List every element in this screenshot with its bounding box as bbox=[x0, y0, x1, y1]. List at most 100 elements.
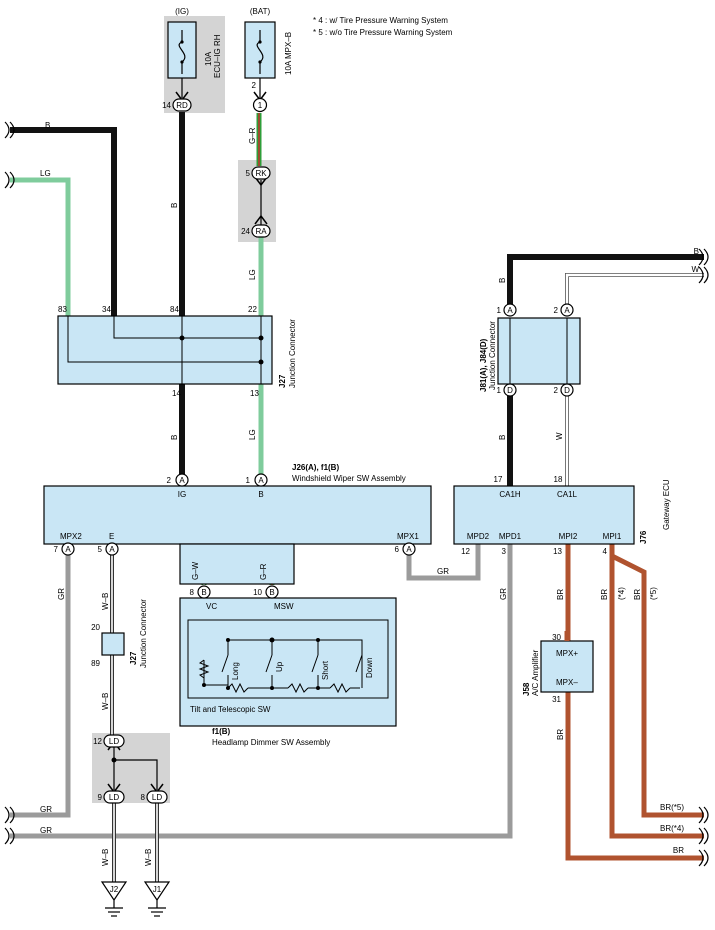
connector-arrow-icon bbox=[254, 176, 268, 187]
wire-label-g-w: G–W bbox=[191, 561, 200, 580]
j27-pin-14: 14 bbox=[172, 389, 181, 398]
wiper-term-ig: IG bbox=[178, 490, 186, 499]
wire-label-w-j81: W bbox=[555, 432, 564, 440]
ld-right-pin: 8 bbox=[141, 793, 146, 802]
ac-pin-minus: 31 bbox=[552, 695, 561, 704]
dimmer-term-vc: VC bbox=[206, 602, 217, 611]
badge-e: A bbox=[105, 542, 119, 556]
bat-pin-top-label: 2 bbox=[252, 81, 257, 90]
wire-label-br5: BR(*5) bbox=[660, 803, 684, 812]
switch-down: Down bbox=[365, 658, 374, 678]
badge-j81-bottom-2: D bbox=[560, 383, 574, 397]
ecu-pin-ca1l: 18 bbox=[554, 475, 563, 484]
ecu-term-mpd2: MPD2 bbox=[467, 532, 490, 541]
svg-text:B: B bbox=[269, 588, 274, 597]
ig-fuse-name-2: ECU–IG RH bbox=[213, 34, 222, 78]
wire-br4 bbox=[609, 544, 704, 839]
svg-text:A: A bbox=[258, 476, 264, 485]
connector-arrow-icon bbox=[254, 214, 268, 225]
wiper-pin-mpx2: 7 bbox=[54, 545, 59, 554]
wire-label-br4-short: (*4) bbox=[617, 587, 626, 600]
wiper-pin-ig: 2 bbox=[167, 476, 172, 485]
badge-j81-bottom-1: D bbox=[503, 383, 517, 397]
ecu-pin-mpi1: 4 bbox=[603, 547, 608, 556]
bat-source-label: (BAT) bbox=[250, 7, 271, 16]
wire-label-lg-mid: LG bbox=[248, 429, 257, 440]
wire-br5 bbox=[610, 553, 704, 818]
junction-j27b-box bbox=[101, 632, 125, 656]
j27-name: Junction Connector bbox=[288, 319, 297, 388]
badge-ld-right: LD bbox=[146, 790, 168, 804]
j27b-pin-top: 20 bbox=[91, 623, 100, 632]
wire-label-b-mid: B bbox=[170, 435, 179, 440]
j27-ref: J27 bbox=[278, 374, 287, 388]
wire-b-right bbox=[507, 254, 704, 310]
j27-pin-13: 13 bbox=[250, 389, 259, 398]
badge-j81-top-1: A bbox=[503, 303, 517, 317]
wire-label-br-mpi1: BR bbox=[600, 589, 609, 600]
ecu-term-mpd1: MPD1 bbox=[499, 532, 522, 541]
svg-text:RA: RA bbox=[255, 227, 267, 236]
ecu-term-ca1h: CA1H bbox=[499, 490, 521, 499]
dimmer-name: Headlamp Dimmer SW Assembly bbox=[212, 738, 330, 747]
svg-text:A: A bbox=[109, 545, 115, 554]
bat-fuse bbox=[244, 21, 276, 98]
ecu-term-mpi1: MPI1 bbox=[603, 532, 622, 541]
wire-label-br-short: BR bbox=[633, 589, 642, 600]
gateway-ecu-box bbox=[453, 485, 635, 545]
j27b-pin-bottom: 89 bbox=[91, 659, 100, 668]
badge-ld-top: LD bbox=[103, 734, 125, 748]
badge-rd: RD bbox=[172, 98, 192, 112]
wire-label-gr-mpd1: GR bbox=[499, 588, 508, 600]
ig-fuse bbox=[167, 21, 197, 98]
j81-ref: J81(A), J84(D) bbox=[479, 338, 488, 392]
wire-gr-mpx2 bbox=[10, 555, 71, 818]
badge-rk: RK bbox=[251, 166, 271, 180]
ig-pin-label: 14 bbox=[162, 101, 171, 110]
dimmer-pin-vc: 8 bbox=[190, 588, 195, 597]
break-mark bbox=[4, 171, 15, 189]
dimmer-term-msw: MSW bbox=[274, 602, 294, 611]
wiper-term-mpx1: MPX1 bbox=[397, 532, 419, 541]
j27-pin-84: 84 bbox=[170, 305, 179, 314]
svg-text:RK: RK bbox=[255, 169, 267, 178]
ecu-term-mpi2: MPI2 bbox=[559, 532, 578, 541]
j27-internal bbox=[113, 316, 261, 339]
ecu-pin-mpi2: 13 bbox=[553, 547, 562, 556]
wire-label-lg-right: LG bbox=[248, 269, 257, 280]
badge-msw: B bbox=[265, 585, 279, 599]
junction-j81-box bbox=[497, 317, 581, 385]
svg-text:D: D bbox=[564, 386, 570, 395]
ecu-ref: J76 bbox=[639, 530, 648, 544]
wire-label-wb-j1: W–B bbox=[144, 849, 153, 866]
break-mark bbox=[698, 849, 709, 867]
badge-vc: B bbox=[197, 585, 211, 599]
j27-pin-22: 22 bbox=[248, 305, 257, 314]
rk-pin-label: 5 bbox=[246, 169, 251, 178]
wire-label-br-mpi2: BR bbox=[556, 589, 565, 600]
wire-label-b-right: B bbox=[694, 247, 699, 256]
ra-pin-label: 24 bbox=[241, 227, 250, 236]
wire-label-b: B bbox=[45, 121, 50, 130]
ground-j2-icon bbox=[100, 881, 128, 917]
wire-label-b-ig: B bbox=[170, 203, 179, 208]
wiper-pin-e: 5 bbox=[98, 545, 103, 554]
wire-label-w-right: W bbox=[691, 265, 699, 274]
wire-label-lg: LG bbox=[40, 169, 51, 178]
break-mark bbox=[4, 121, 15, 139]
svg-text:B: B bbox=[201, 588, 206, 597]
break-mark bbox=[698, 806, 709, 824]
ld-left-pin: 9 bbox=[98, 793, 103, 802]
ld-link bbox=[114, 759, 158, 790]
ecu-name: Gateway ECU bbox=[662, 479, 671, 530]
svg-text:LD: LD bbox=[152, 793, 162, 802]
splice-dot bbox=[111, 757, 117, 763]
ground-j2-label: J2 bbox=[110, 885, 119, 894]
break-mark bbox=[4, 827, 15, 845]
svg-text:LD: LD bbox=[109, 737, 119, 746]
wiper-term-e: E bbox=[109, 532, 114, 541]
ac-amp-box bbox=[540, 640, 594, 693]
wiper-sub-box bbox=[179, 543, 295, 585]
wire-label-br-ac: BR bbox=[556, 729, 565, 740]
wire-label-g-r: G–R bbox=[248, 127, 257, 144]
